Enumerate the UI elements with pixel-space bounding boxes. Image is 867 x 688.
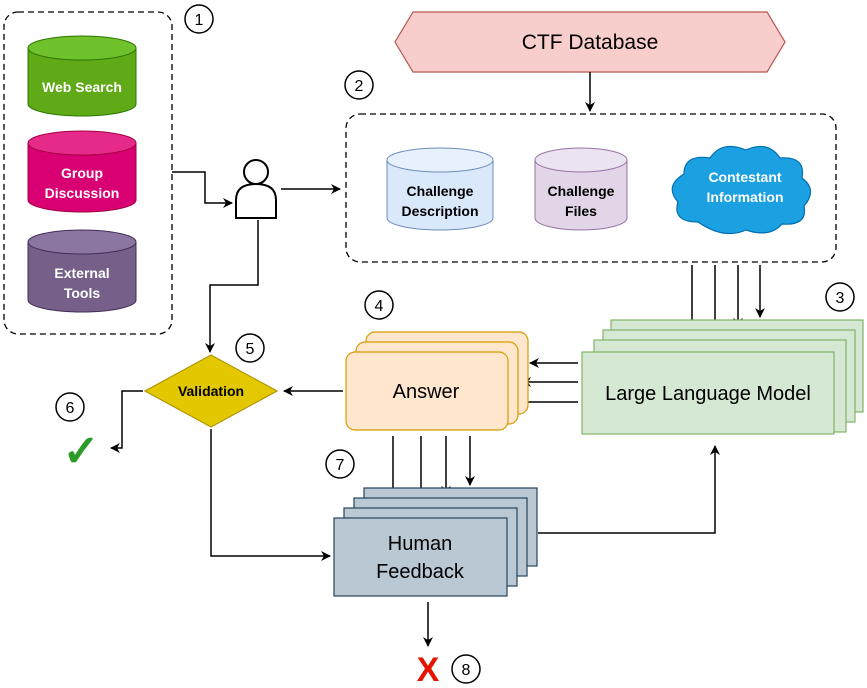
svg-text:7: 7 [336, 457, 345, 474]
contestant-information-label-line1: Contestant [708, 169, 781, 185]
challenge-description-label-line2: Description [401, 203, 478, 219]
challenge-files-cylinder: Challenge Files [534, 147, 628, 231]
arrow-validation-to-success [110, 390, 143, 453]
svg-text:8: 8 [462, 662, 471, 679]
sources-group-box [3, 11, 173, 335]
step-2-badge: 2 [344, 70, 374, 100]
svg-text:4: 4 [375, 298, 384, 315]
arrow-user-to-validation [205, 220, 259, 353]
arrow-sources-to-user [172, 171, 233, 208]
step-8-badge: 8 [451, 654, 481, 684]
llm-label: Large Language Model [605, 383, 811, 405]
validation-label: Validation [178, 383, 244, 399]
llm-stack: Large Language Model [581, 319, 864, 435]
answer-label: Answer [393, 381, 460, 403]
human-feedback-label-line2: Feedback [376, 561, 465, 583]
external-tools-label-line2: Tools [64, 285, 101, 301]
external-tools-label-line1: External [54, 265, 109, 281]
arrow-validation-to-feedback [210, 429, 331, 561]
fail-x-icon: X [417, 651, 440, 688]
svg-text:1: 1 [195, 12, 204, 29]
human-feedback-stack: Human Feedback [333, 487, 538, 597]
challenge-files-label-line2: Files [565, 203, 597, 219]
group-discussion-cylinder: Group Discussion [27, 130, 137, 213]
step-1-badge: 1 [184, 4, 214, 34]
challenge-files-label-line1: Challenge [548, 183, 615, 199]
svg-text:5: 5 [246, 341, 255, 358]
web-search-label: Web Search [42, 79, 122, 95]
ctf-database-box: CTF Database [394, 11, 786, 73]
user-icon [235, 159, 277, 219]
answer-stack: Answer [345, 331, 529, 431]
answer-box [345, 351, 509, 431]
challenge-description-cylinder: Challenge Description [386, 147, 494, 231]
group-discussion-label-line2: Discussion [45, 185, 120, 201]
group-discussion-label-line1: Group [61, 165, 103, 181]
step-7-badge: 7 [325, 449, 355, 479]
arrow-feedback-to-llm [538, 445, 720, 534]
contestant-information-cloud: Contestant Information [671, 145, 812, 235]
llm-box [581, 351, 835, 435]
svg-text:6: 6 [66, 400, 75, 417]
human-feedback-label-line1: Human [388, 533, 452, 555]
step-3-badge: 3 [825, 282, 855, 312]
validation-diamond: Validation [143, 354, 279, 428]
ctf-database-label: CTF Database [522, 31, 659, 54]
svg-text:3: 3 [836, 290, 845, 307]
contestant-information-label-line2: Information [707, 189, 784, 205]
inputs-group-box [345, 113, 837, 263]
web-search-cylinder: Web Search [27, 35, 137, 117]
challenge-description-label-line1: Challenge [407, 183, 474, 199]
success-checkmark-icon: ✓ [63, 427, 100, 476]
step-4-badge: 4 [364, 290, 394, 320]
step-6-badge: 6 [55, 392, 85, 422]
human-feedback-box [333, 517, 508, 597]
step-5-badge: 5 [235, 333, 265, 363]
external-tools-cylinder: External Tools [27, 229, 137, 313]
svg-text:2: 2 [355, 78, 364, 95]
